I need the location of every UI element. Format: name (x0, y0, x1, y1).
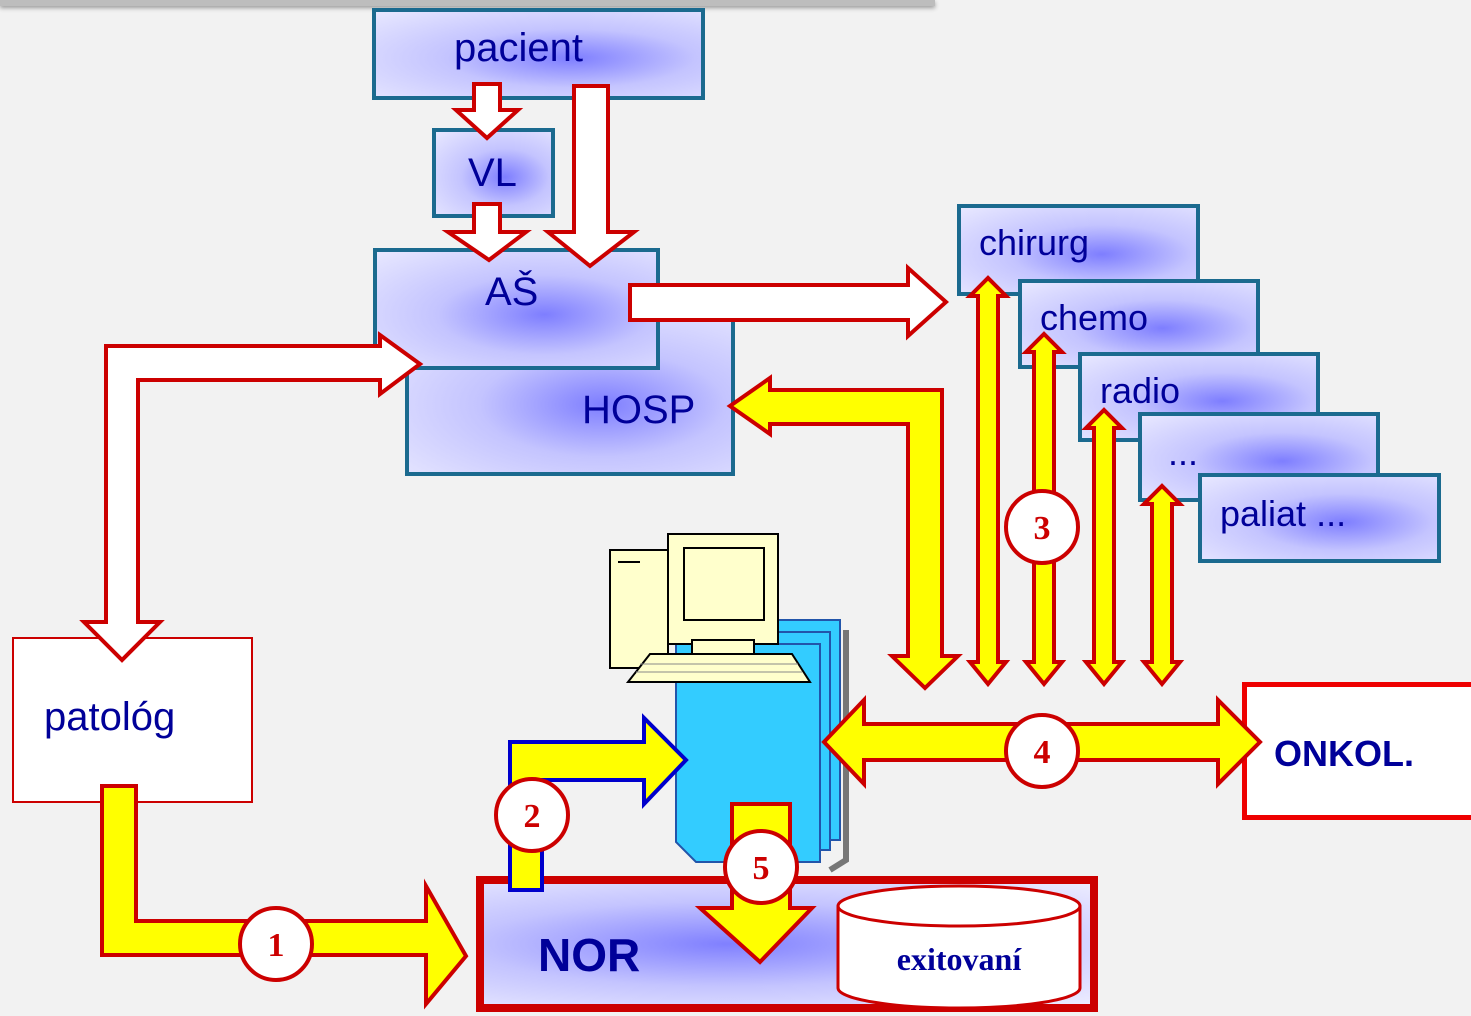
more-label: ... (1168, 432, 1199, 473)
arrow-as-to-treatment (628, 263, 949, 341)
step-2-circle (494, 777, 570, 853)
step-4-label: 4 (1034, 734, 1051, 771)
step-5-circle (723, 829, 799, 905)
arrow-patolog-to-as (79, 331, 424, 663)
arrow-chirurg-registry (965, 275, 1011, 688)
step-5-label: 5 (753, 850, 770, 887)
arrow-pacient-to-vl (450, 82, 524, 141)
top-rule (0, 0, 935, 6)
paliat-label: paliat ... (1220, 493, 1347, 534)
step-3-circle (1004, 489, 1080, 565)
step-1-label: 1 (268, 927, 285, 964)
onkol-box: ONKOL. (1242, 682, 1471, 820)
pacient-box: pacient (372, 8, 705, 100)
computer-icon (609, 533, 849, 873)
step-3-label: 3 (1034, 510, 1051, 547)
onkol-label: ONKOL. (1274, 733, 1414, 774)
pacient-label: pacient (454, 26, 583, 70)
arrow-paliat-registry (1139, 483, 1185, 688)
vl-label: VL (468, 151, 517, 195)
arrow-radio-registry (1081, 407, 1127, 688)
paliat-box: paliat ... (1198, 473, 1441, 563)
arrow-pacient-to-as (542, 84, 640, 269)
chirurg-label: chirurg (979, 222, 1090, 263)
nor-label: NOR (538, 929, 641, 981)
exitovani-database-icon (836, 884, 1082, 1010)
step-2-label: 2 (524, 798, 541, 835)
arrow-hosp-to-registry (726, 374, 963, 691)
step-1-circle (238, 906, 314, 982)
patolog-label: patológ (44, 695, 176, 739)
arrow-vl-to-as (441, 202, 532, 263)
exitovani-label: exitovaní (897, 941, 1023, 977)
chemo-label: chemo (1040, 297, 1149, 338)
hosp-label: HOSP (582, 388, 696, 432)
radio-label: radio (1100, 370, 1181, 411)
step-4-circle (1004, 713, 1080, 789)
as-label: AŠ (485, 270, 539, 314)
